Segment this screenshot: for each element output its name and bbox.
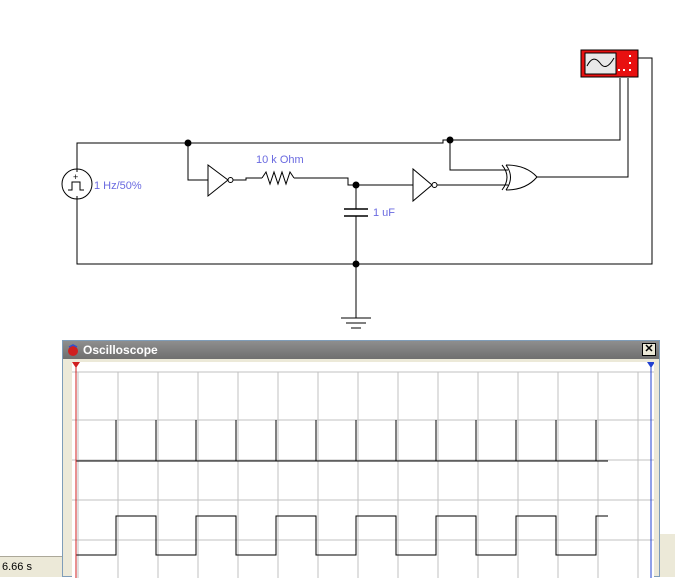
close-button[interactable]: ✕	[642, 343, 656, 356]
inverter-2	[412, 167, 433, 203]
oscilloscope-title: Oscilloscope	[83, 343, 158, 357]
source-plus: +	[73, 172, 78, 182]
inverter-1	[207, 164, 229, 198]
simulation-time: 6.66 s	[2, 561, 32, 573]
schematic-canvas[interactable]: +	[0, 0, 675, 340]
capacitor-value-label: 1 uF	[373, 207, 396, 219]
oscilloscope-screen[interactable]	[72, 362, 654, 578]
resistor	[261, 170, 295, 186]
resistor-value-label: 10 k Ohm	[256, 154, 304, 166]
close-icon: ✕	[644, 343, 654, 355]
oscilloscope-titlebar[interactable]: Oscilloscope ✕	[63, 341, 659, 359]
source-circle	[61, 168, 93, 200]
oscilloscope-instrument-icon[interactable]	[580, 49, 639, 78]
status-bar-right	[658, 534, 675, 577]
oscilloscope-app-icon	[68, 344, 78, 356]
source-frequency-label: 1 Hz/50%	[94, 180, 142, 192]
cursor-1-marker	[72, 362, 80, 368]
oscilloscope-window[interactable]: Oscilloscope ✕	[62, 340, 660, 578]
cursor-2-marker	[647, 362, 654, 368]
channel-b-trace	[76, 515, 608, 556]
scope-grid	[72, 371, 654, 578]
status-bar-time: 6.66 s	[0, 556, 64, 577]
channel-a-trace	[76, 420, 608, 462]
